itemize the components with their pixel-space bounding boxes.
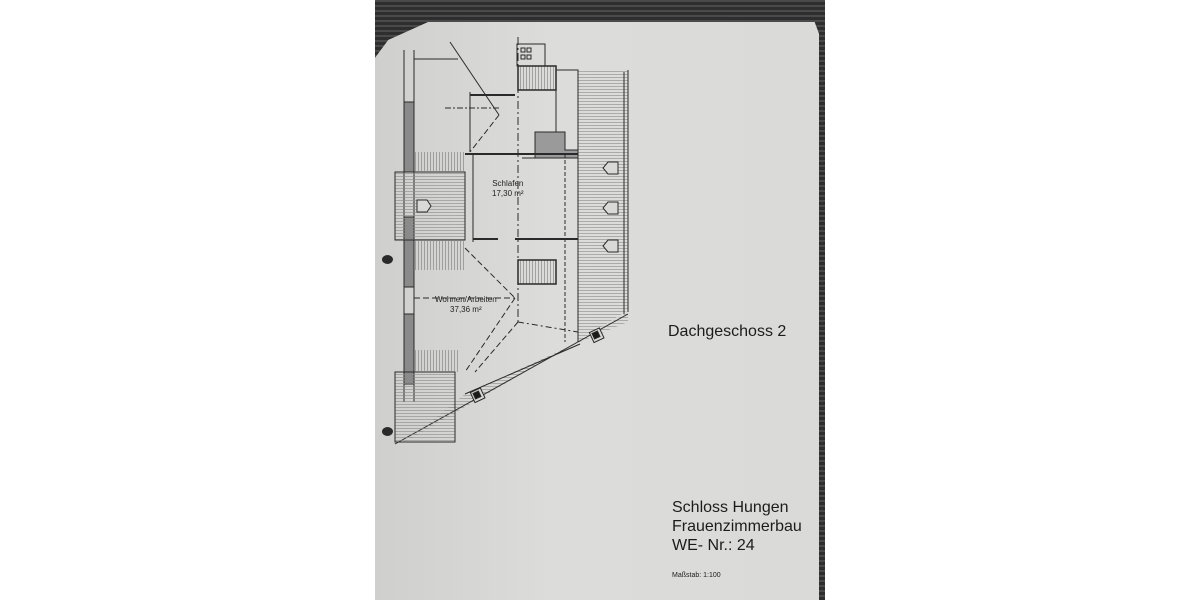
room-area: 37,36 m²	[450, 305, 482, 314]
title-line-3: WE- Nr.: 24	[672, 537, 755, 554]
title-line-1: Schloss Hungen	[672, 499, 789, 516]
punch-hole	[382, 427, 393, 436]
floor-plan-drawing	[394, 37, 629, 445]
room-label-schlafen: Schlafen 17,30 m²	[492, 179, 524, 199]
title-line-2: Frauenzimmerbau	[672, 518, 802, 535]
document-photo: Schlafen 17,30 m² Wohnen/Arbeiten 37,36 …	[375, 0, 825, 600]
room-label-wohnen: Wohnen/Arbeiten 37,36 m²	[435, 295, 497, 315]
title-block: Schloss Hungen Frauenzimmerbau WE- Nr.: …	[672, 498, 802, 555]
scale-label: Maßstab: 1:100	[672, 572, 721, 579]
floor-title: Dachgeschoss 2	[668, 323, 787, 340]
room-area: 17,30 m²	[492, 189, 524, 198]
punch-hole	[382, 255, 393, 264]
room-name: Wohnen/Arbeiten	[435, 295, 497, 304]
paper-sheet: Schlafen 17,30 m² Wohnen/Arbeiten 37,36 …	[375, 22, 819, 600]
room-name: Schlafen	[492, 179, 524, 188]
